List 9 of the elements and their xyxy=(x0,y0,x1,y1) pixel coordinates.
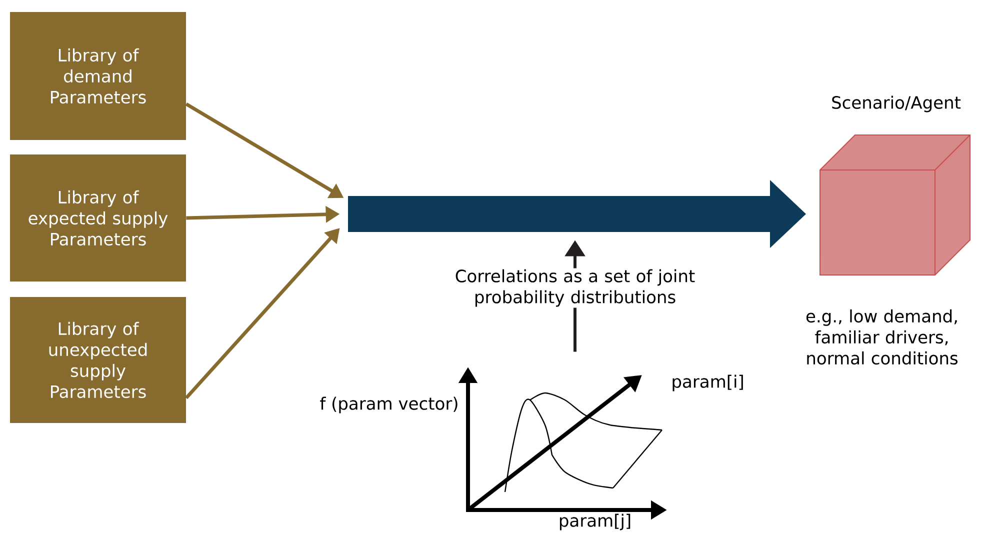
axis-label: param[j] xyxy=(560,514,630,530)
cube-heading: Scenario/Agent xyxy=(832,96,961,112)
library-box: Library of demand Parameters xyxy=(10,12,186,140)
edge-label: Correlations as a set of joint probability distributions xyxy=(456,269,695,307)
library-box: Library of expected supply Parameters xyxy=(10,154,186,282)
cube xyxy=(820,134,970,276)
cube-caption: e.g., low demand, familiar drivers, normal conditions xyxy=(806,309,958,365)
big-arrow xyxy=(348,180,806,248)
library-box: Library of unexpected supply Parameters xyxy=(10,297,186,423)
